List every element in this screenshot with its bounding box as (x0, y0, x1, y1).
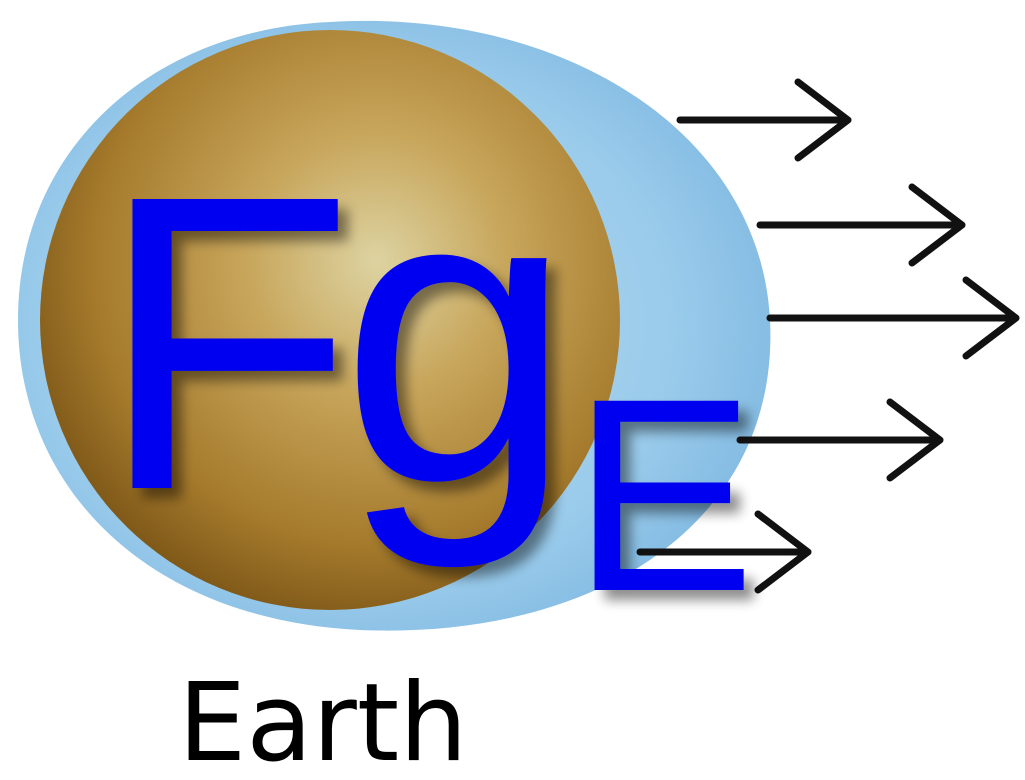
gravity-symbol: F g E (98, 101, 755, 649)
arrow-right-icon (636, 510, 812, 594)
symbol-subscript-letter: E (572, 342, 755, 649)
arrow-right-icon (756, 183, 966, 267)
force-arrows (636, 78, 1020, 594)
symbol-second-letter: g (340, 101, 574, 572)
caption-label: Earth (178, 661, 468, 780)
arrow-right-icon (736, 398, 944, 482)
arrow-right-icon (766, 276, 1020, 360)
symbol-base-letter: F (98, 109, 355, 578)
arrow-right-icon (676, 78, 852, 162)
planet-icon (40, 30, 620, 610)
